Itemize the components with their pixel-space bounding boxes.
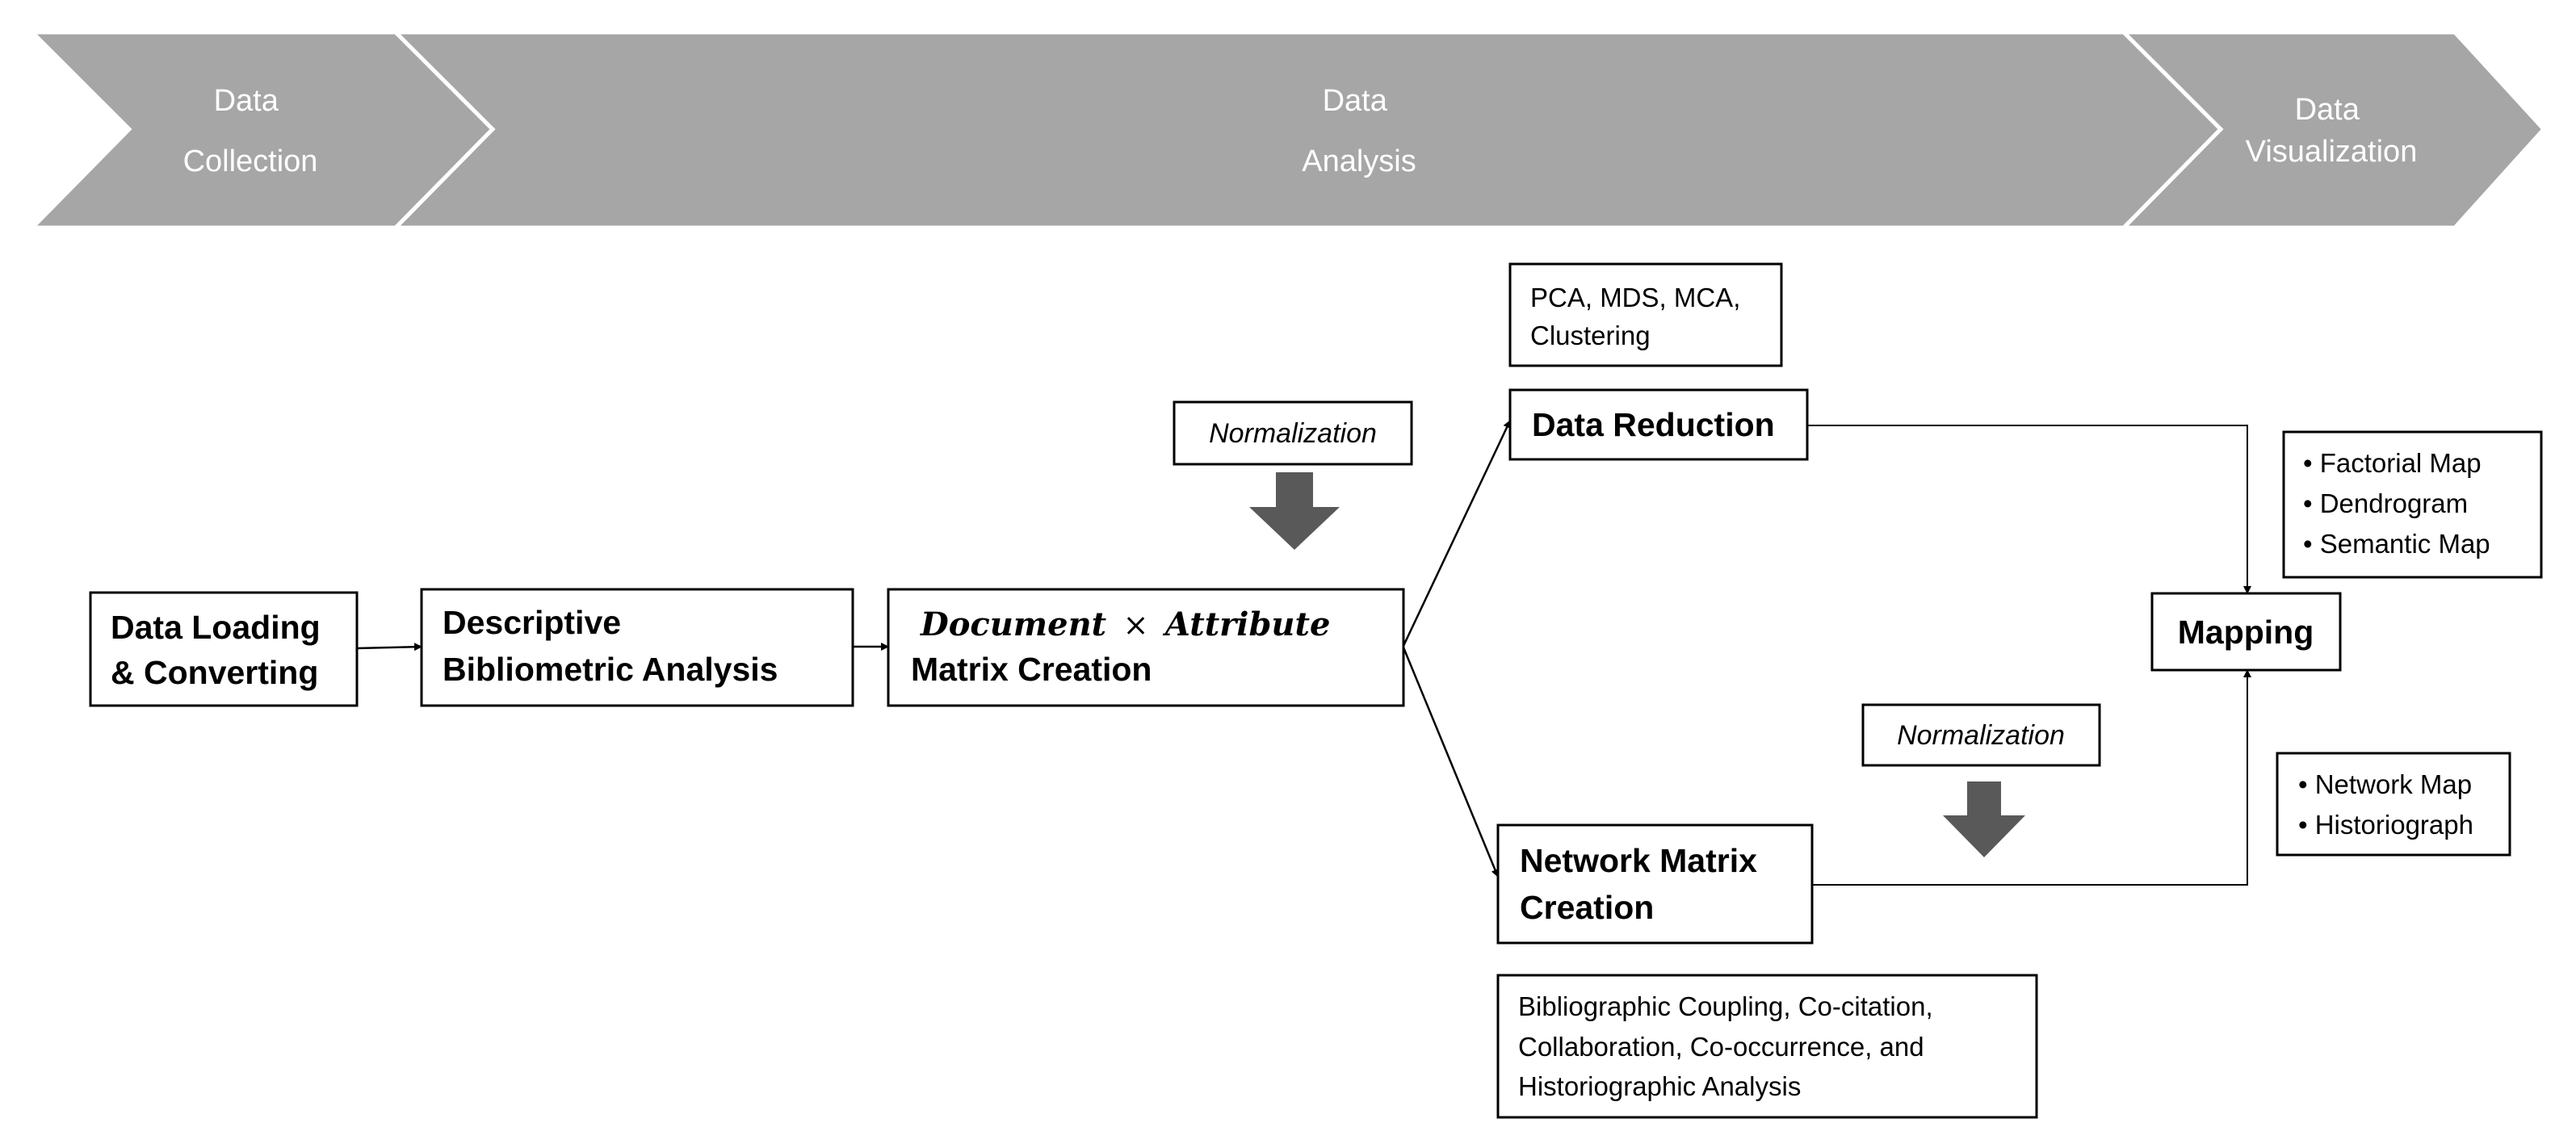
phase-banner: Data Collection Data Analysis Data Visua… (27, 30, 2547, 230)
arrow-loading-to-descriptive (356, 643, 422, 652)
data-loading-label: Data Loading & Converting (111, 609, 329, 691)
normalization-note-bottom: Normalization (1861, 703, 2101, 767)
matrix-creation-box: Document × Attribute Matrix Creation (887, 588, 1405, 707)
network-matrix-label: Network Matrix Creation (1520, 842, 1766, 926)
matrix-formula: Document × Attribute (920, 605, 1330, 643)
normalization-top-label: Normalization (1209, 418, 1377, 449)
normalization-note-top: Normalization (1173, 400, 1413, 466)
reduction-methods-note: PCA, MDS, MCA, Clustering (1508, 262, 1783, 367)
normalization-bottom-label: Normalization (1897, 720, 2065, 751)
network-matrix-box: Network Matrix Creation (1496, 823, 1814, 945)
arrow-reduction-to-mapping (1807, 425, 2251, 594)
reduction-outputs-note: • Factorial Map • Dendrogram • Semantic … (2282, 430, 2543, 579)
network-outputs-list: • Network Map • Historiograph (2298, 769, 2479, 840)
phase-visualization-label: Data Visualization (2246, 93, 2418, 169)
descriptive-analysis-box: Descriptive Bibliometric Analysis (420, 588, 854, 707)
data-reduction-label: Data Reduction (1532, 406, 1775, 443)
reduction-methods-text: PCA, MDS, MCA, Clustering (1530, 283, 1748, 350)
normalization-down-arrow-top (1249, 472, 1340, 550)
normalization-down-arrow-bottom (1943, 781, 2025, 857)
network-outputs-note: • Network Map • Historiograph (2276, 752, 2511, 857)
matrix-creation-label: Matrix Creation (911, 651, 1152, 688)
network-methods-text: Bibliographic Coupling, Co-citation, Col… (1518, 991, 1940, 1101)
phase-chevron-visualization (2118, 30, 2547, 230)
reduction-outputs-list: • Factorial Map • Dendrogram • Semantic … (2303, 448, 2490, 559)
connectors (356, 420, 2251, 886)
data-loading-box: Data Loading & Converting (89, 591, 359, 707)
arrow-matrix-to-network (1402, 647, 1500, 878)
network-methods-note: Bibliographic Coupling, Co-citation, Col… (1496, 974, 2038, 1119)
arrow-matrix-to-reduction (1402, 420, 1512, 647)
data-reduction-box: Data Reduction (1508, 388, 1809, 461)
phase-chevron-analysis (390, 30, 2224, 230)
mapping-label: Mapping (2178, 614, 2314, 651)
descriptive-analysis-label: Descriptive Bibliometric Analysis (443, 604, 778, 688)
arrow-network-to-mapping (1812, 669, 2251, 886)
phase-collection-label: Data Collection (183, 84, 318, 178)
mapping-box: Mapping (2150, 592, 2342, 672)
phase-analysis-label: Data Analysis (1302, 84, 1416, 178)
